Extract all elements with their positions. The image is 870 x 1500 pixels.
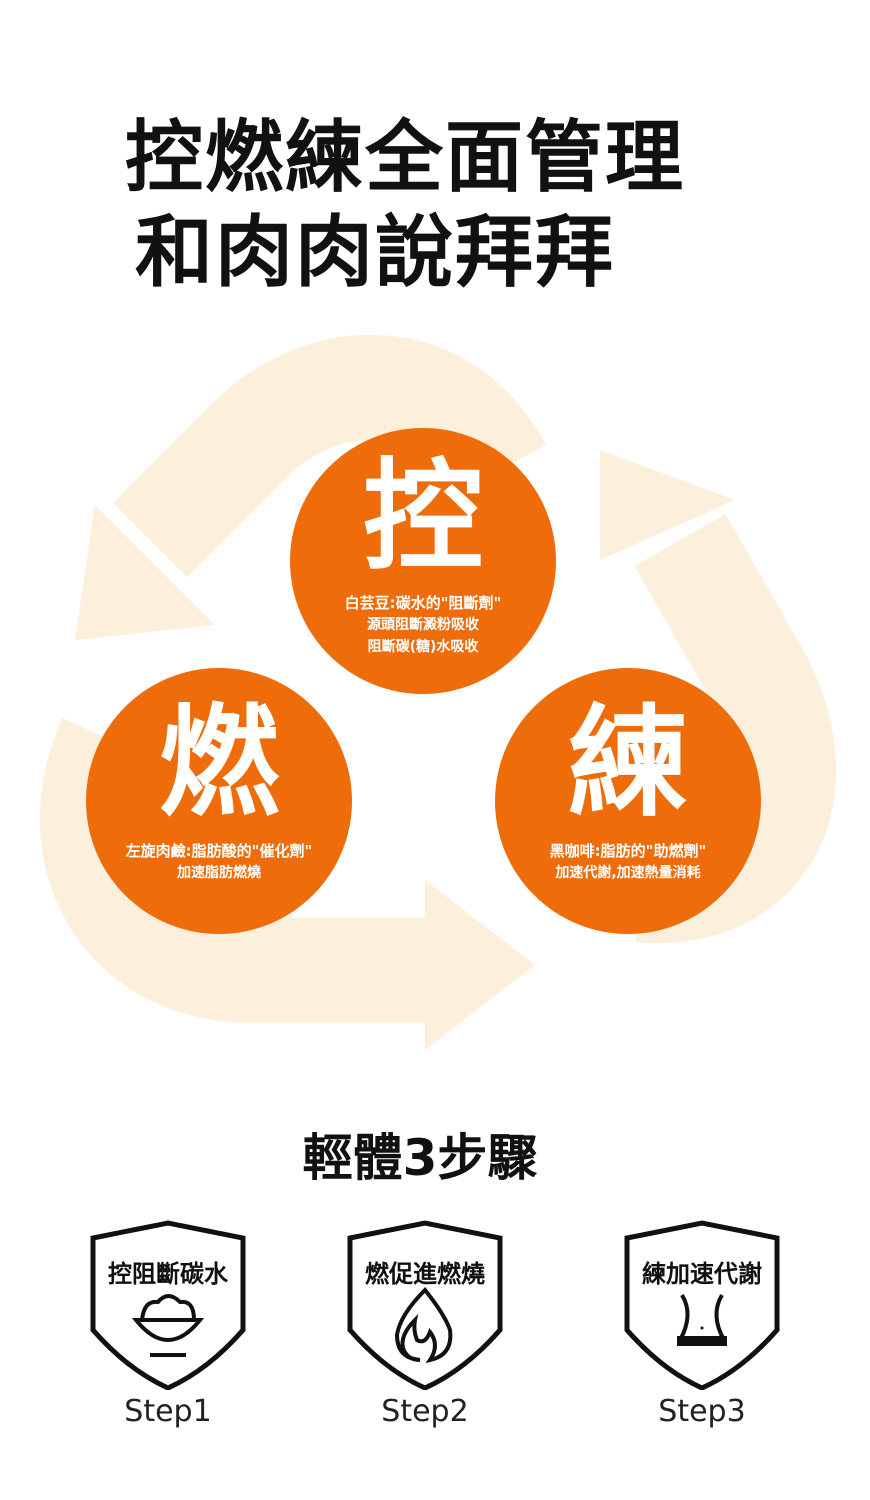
headline-line2: 和肉肉說拜拜 — [134, 208, 615, 298]
step-name: Step3 — [658, 1394, 746, 1429]
circle-burn: 燃 左旋肉鹼:脂肪酸的"催化劑" 加速脂肪燃燒 — [86, 668, 352, 934]
shield-icon — [90, 1220, 246, 1390]
waist-icon — [678, 1293, 726, 1341]
arrow-top-left — [112, 334, 547, 578]
circle-train: 練 黑咖啡:脂肪的"助燃劑" 加速代謝,加速熱量消耗 — [495, 668, 761, 934]
step-1: 控阻斷碳水 Step1 — [88, 1220, 248, 1429]
char-control: 控 — [363, 448, 483, 587]
desc-line: 阻斷碳(糖)水吸收 — [367, 639, 479, 655]
circle-control: 控 白芸豆:碳水的"阻斷劑" 源頭阻斷澱粉吸收 阻斷碳(糖)水吸收 — [290, 428, 556, 694]
desc-line: 加速代謝,加速熱量消耗 — [555, 865, 701, 881]
desc-line: 源頭阻斷澱粉吸收 — [367, 617, 479, 633]
step-2: 燃促進燃燒 Step2 — [345, 1220, 505, 1429]
step-3: 練加速代謝 Step3 — [622, 1220, 782, 1429]
char-burn: 燃 — [159, 694, 279, 833]
arrowhead-bottom — [425, 880, 535, 1050]
desc-line: 黑咖啡:脂肪的"助燃劑" — [549, 842, 707, 860]
step-label: 控阻斷碳水 — [108, 1260, 228, 1288]
arrowhead-top-left — [75, 505, 215, 640]
desc-line: 加速脂肪燃燒 — [177, 865, 261, 881]
step-label: 燃促進燃燒 — [365, 1260, 485, 1288]
char-train: 練 — [568, 694, 688, 833]
step-label: 練加速代謝 — [642, 1260, 762, 1288]
step-name: Step1 — [124, 1394, 212, 1429]
shield-icon — [347, 1220, 503, 1390]
headline-line1: 控燃練全面管理 — [124, 113, 685, 203]
arrowhead-right — [600, 450, 735, 560]
desc-line: 左旋肉鹼:脂肪酸的"催化劑" — [125, 842, 313, 860]
flame-icon — [394, 1287, 453, 1364]
desc-line: 白芸豆:碳水的"阻斷劑" — [344, 594, 502, 612]
rice-bowl-icon — [131, 1294, 205, 1357]
steps-title: 輕體3步驟 — [302, 1129, 538, 1187]
shield-icon — [624, 1220, 780, 1390]
step-name: Step2 — [381, 1394, 469, 1429]
